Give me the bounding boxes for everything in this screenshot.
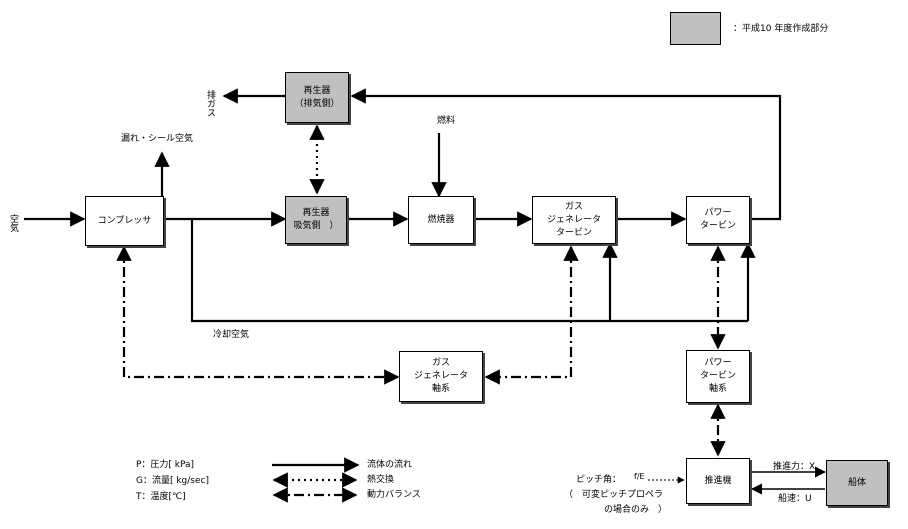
pitch-angle-symbol: f/E [634,472,645,481]
regenerator-intake-line-1: 再生器 [302,208,330,218]
cooling-air-label: 冷却空気 [213,330,250,340]
regenerator-exhaust-line-2: （排気側） [294,98,340,109]
legend-swatch [670,12,721,45]
legend-heat-exchange-label: 熱交換 [367,475,395,485]
exhaust-gas-label: 排ガス [205,90,215,117]
thrust-label: 推進力：X [773,462,816,472]
gas-generator-shaft-line-1: ガス [431,358,450,368]
power-turbine-shaft-line-2: タービン [699,371,736,381]
legend-temperature: T：温度[℃] [136,492,186,502]
regenerator-intake-line-2: 吸気側 ） [293,221,339,231]
regenerator-intake-block: 再生器 吸気側 ） [285,196,347,244]
hull-block: 船体 [826,460,888,506]
pitch-angle-label: ピッチ角： [576,475,622,485]
flow-pt-regen-exhaust [350,88,782,221]
ship-speed-label: 船速：U [778,494,812,504]
power-turbine-line-2: タービン [699,221,736,231]
pitch-note-line-2: の場合のみ ） [604,505,668,515]
gas-generator-shaft-line-2: ジェネレータ [413,371,468,381]
gas-generator-shaft-line-3: 軸系 [431,384,450,394]
legend-fluid-flow-label: 流体の流れ [367,460,413,470]
gas-generator-shaft-block: ガス ジェネレータ 軸系 [399,351,483,402]
combustor-label: 燃焼器 [427,214,455,225]
power-turbine-block: パワー タービン [686,196,750,244]
leak-seal-air-label: 漏れ・シール空気 [121,134,194,144]
legend-pressure: P：圧力[ kPa] [136,460,195,470]
power-turbine-line-1: パワー [704,208,732,218]
gas-generator-turbine-line-3: タービン [555,227,592,238]
power-turbine-shaft-line-1: パワー [704,358,732,368]
legend-swatch-label: ：平成10 年度作成部分 [733,24,829,34]
power-ggt-ggshaft [484,245,579,385]
gas-generator-turbine-line-1: ガス [564,201,583,212]
power-turbine-shaft-block: パワー タービン 軸系 [686,350,750,403]
power-compressor-ggshaft [116,245,400,385]
fuel-label: 燃料 [437,116,456,126]
pitch-note-line-1: （ 可変ピッチプロペラ [564,490,664,500]
gas-generator-turbine-line-2: ジェネレータ [546,214,601,225]
compressor-label: コンプレッサ [97,215,152,226]
combustor-block: 燃焼器 [408,196,474,244]
legend-flow-rate: G：流量[ kg/sec] [136,476,209,486]
regenerator-exhaust-line-1: 再生器 [303,85,331,96]
compressor-block: コンプレッサ [85,196,164,246]
air-label: 空気 [8,214,18,232]
propulsor-label: 推進機 [704,475,732,486]
legend-power-balance-label: 動力バランス [367,490,421,500]
propulsor-block: 推進機 [686,458,750,504]
hull-label: 船体 [847,477,866,488]
regenerator-exhaust-block: 再生器 （排気側） [285,72,349,123]
gas-generator-turbine-block: ガス ジェネレータ タービン [532,196,616,244]
power-turbine-shaft-line-3: 軸系 [708,384,727,394]
